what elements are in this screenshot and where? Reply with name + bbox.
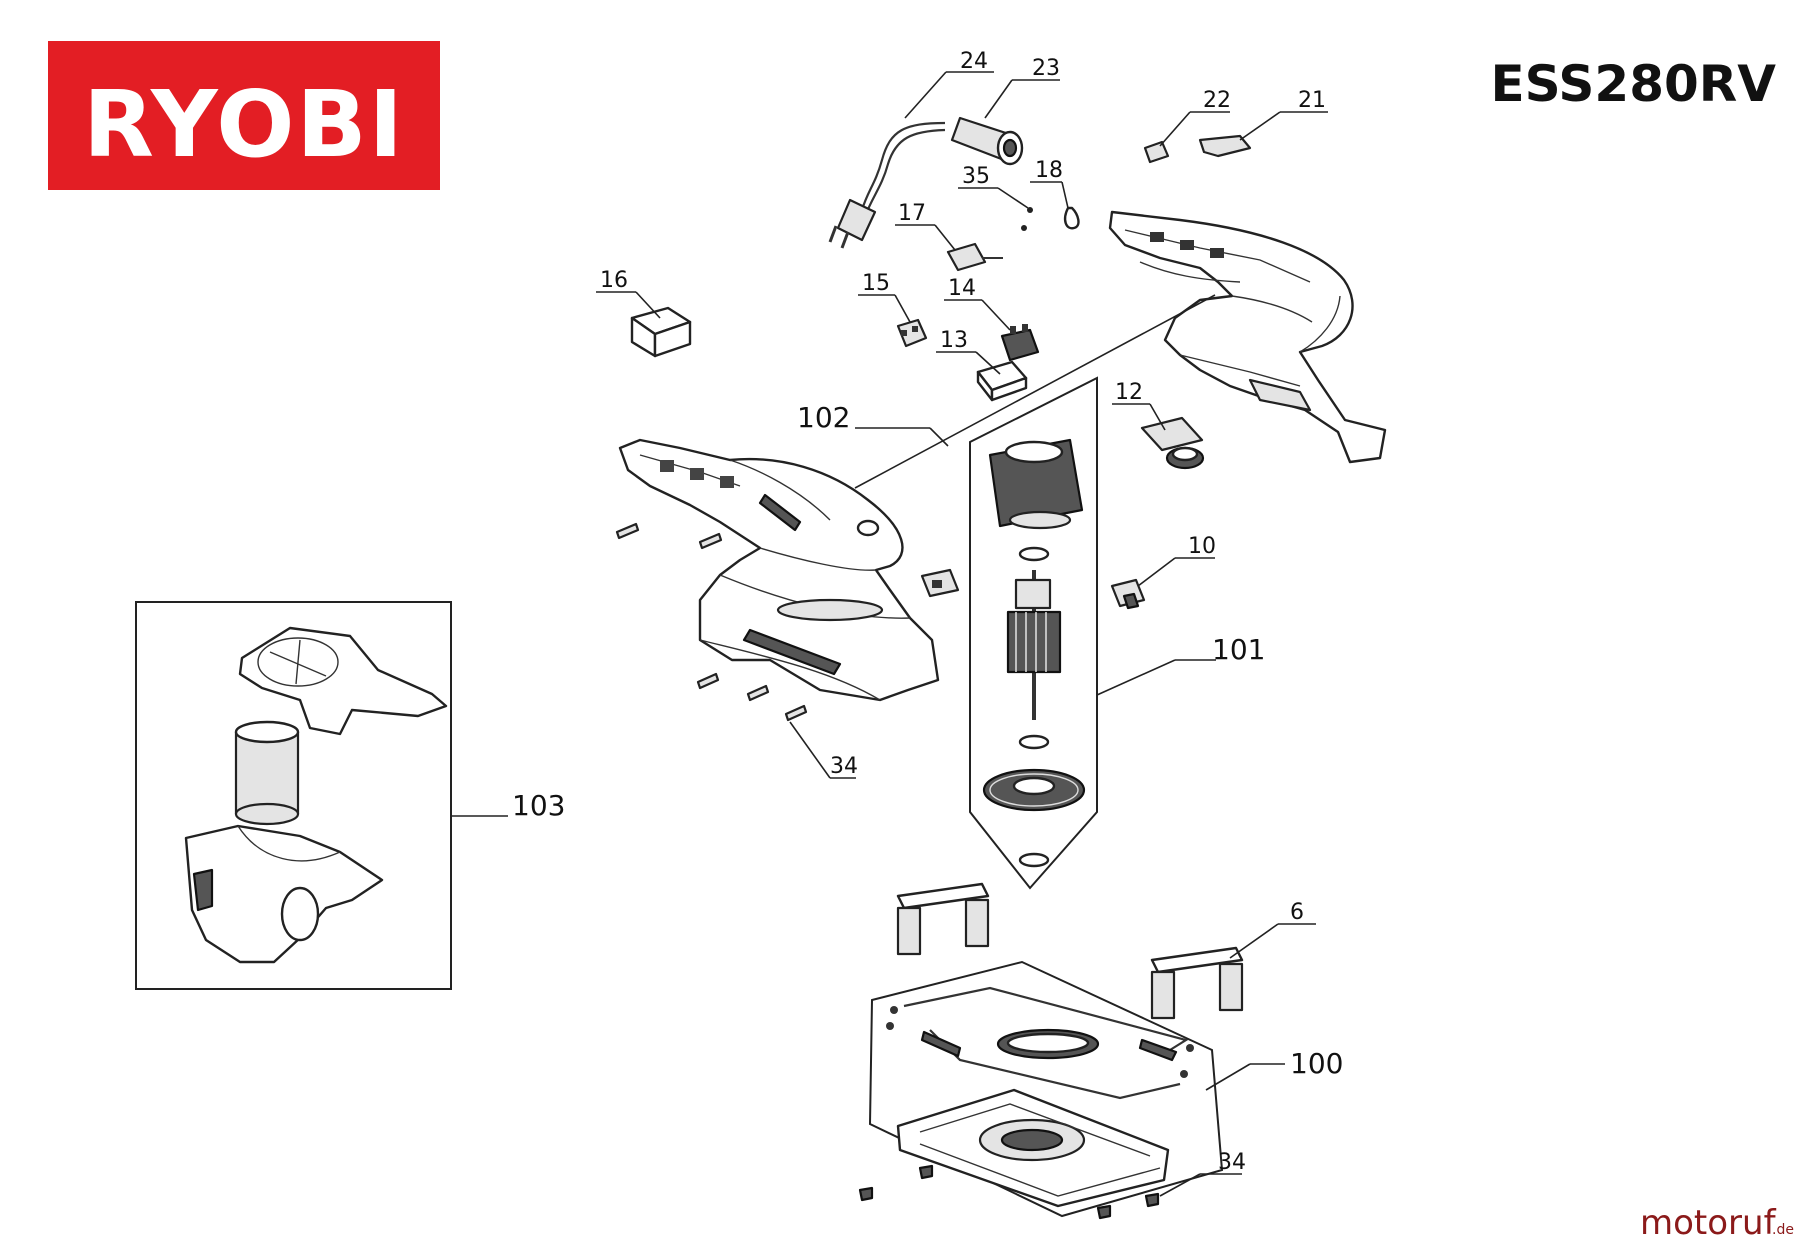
callout-10: 10	[1188, 534, 1216, 559]
left-housing-assembly	[618, 438, 940, 702]
callout-12: 12	[1115, 380, 1143, 405]
part-23-strain-relief	[950, 116, 1024, 166]
part-16-box-cover	[630, 306, 692, 358]
part-6-pad-support-right	[1150, 946, 1244, 1020]
callout-16: 16	[600, 268, 628, 293]
part-12-gasket-bearing	[1140, 416, 1205, 470]
callout-100: 100	[1290, 1047, 1343, 1080]
dust-box-parts	[184, 626, 448, 964]
part-15-terminal-block	[896, 318, 928, 348]
callout-6: 6	[1290, 900, 1304, 925]
callout-13: 13	[940, 328, 968, 353]
motor-connector	[920, 568, 960, 598]
callout-17: 17	[898, 201, 926, 226]
callout-14: 14	[948, 276, 976, 301]
logo-text: RYOBI	[83, 71, 405, 178]
motor-assembly-frame	[969, 376, 1098, 890]
callout-103: 103	[512, 789, 565, 822]
callout-23: 23	[1032, 56, 1060, 81]
part-14-switch	[1000, 324, 1040, 362]
part-6-pad-support-left	[896, 882, 990, 956]
part-10-brush-holder	[1110, 578, 1146, 610]
part-13-pad	[976, 360, 1028, 402]
model-title: ESS280RV	[1491, 55, 1777, 113]
base-pad-frame	[868, 960, 1224, 1218]
part-17-capacitor	[946, 242, 1003, 272]
part-22-clip	[1143, 140, 1170, 164]
watermark-suffix: .de	[1772, 1222, 1794, 1238]
callout-21: 21	[1298, 88, 1326, 113]
callout-22: 22	[1203, 88, 1231, 113]
housing-screws	[615, 522, 808, 722]
callout-34-housing: 34	[830, 754, 858, 779]
motor-parts	[982, 438, 1086, 868]
callout-102: 102	[797, 401, 850, 434]
part-35-screws	[1021, 207, 1033, 231]
right-housing-half	[1108, 210, 1387, 464]
watermark: motoruf .de	[1640, 1203, 1794, 1243]
watermark-main: motoruf	[1640, 1203, 1777, 1243]
part-18-spring-clip	[1063, 206, 1080, 230]
base-screws	[858, 1164, 1160, 1220]
callout-24: 24	[960, 49, 988, 74]
callout-34-base: 34	[1218, 1150, 1246, 1175]
callout-15: 15	[862, 271, 890, 296]
callout-101: 101	[1212, 633, 1265, 666]
base-pad-parts	[886, 986, 1194, 1208]
dust-box-kit-frame	[135, 601, 452, 990]
part-21-cord-clamp	[1198, 134, 1252, 158]
ryobi-logo: RYOBI	[48, 41, 440, 190]
callout-35: 35	[962, 164, 990, 189]
callout-18: 18	[1035, 158, 1063, 183]
part-24-power-cord	[828, 121, 946, 249]
